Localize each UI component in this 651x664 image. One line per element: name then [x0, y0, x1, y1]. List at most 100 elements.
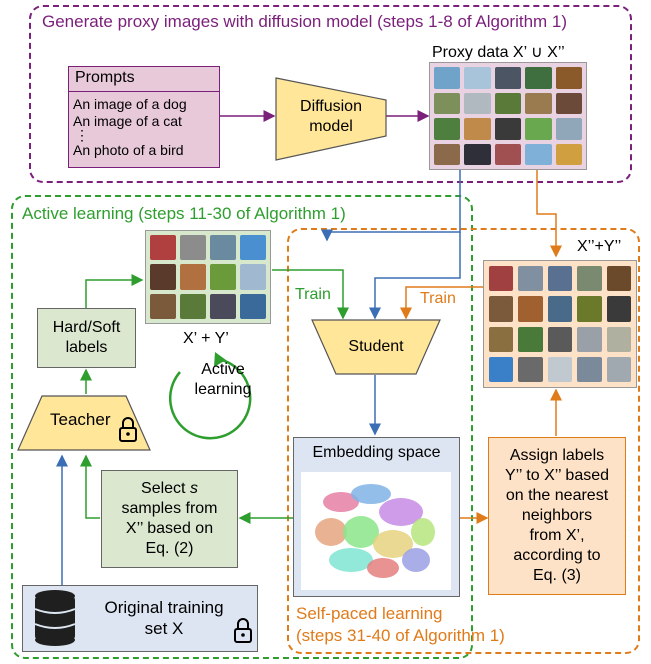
proxy-thumb: [525, 92, 552, 114]
select-line-3: X’’ based on: [125, 520, 214, 537]
self-paced-region-title-1: Self-paced learning: [296, 604, 443, 623]
proxy-thumb: [555, 143, 582, 165]
pseudo-thumb: [518, 266, 543, 292]
proxy-thumb: [555, 118, 582, 140]
pseudo-thumb: [547, 356, 573, 382]
prompts-title: Prompts: [69, 67, 219, 92]
select-line-1: Select s: [141, 479, 198, 499]
assign-labels-box: Assign labels Y’’ to X’’ based on the ne…: [488, 437, 626, 595]
self-paced-region-title-2: (steps 31-40 of Algorithm 1): [296, 626, 505, 645]
diffusion-label-2: model: [309, 118, 353, 135]
proxy-thumb: [494, 118, 522, 140]
embedding-space-box: Embedding space: [293, 437, 460, 597]
pseudo-thumb: [489, 266, 514, 292]
pseudo-thumb: [577, 326, 602, 352]
proxy-thumb: [555, 67, 582, 89]
assign-line-5: from X’,: [529, 527, 585, 544]
labeled-thumb: [240, 264, 266, 290]
assign-line-1: Assign labels: [509, 447, 605, 464]
pseudo-thumb: [489, 296, 514, 322]
active-learning-region: [11, 195, 473, 659]
labeled-thumb: [240, 293, 266, 319]
pseudo-thumb: [577, 356, 602, 382]
assign-line-3: on the nearest: [505, 487, 609, 504]
select-samples-box: Select s samples from X’’ based on Eq. (…: [101, 470, 238, 568]
pseudo-thumb: [547, 296, 573, 322]
proxy-thumb: [464, 92, 491, 114]
assign-line-4: neighbors: [521, 507, 593, 524]
hard-soft-line-2: labels: [65, 339, 108, 356]
proxy-data-label: Proxy data X’ ∪ X’’: [432, 44, 565, 61]
embedding-scatter: [301, 472, 451, 590]
active-cycle-line-1: Active: [201, 361, 245, 378]
select-line-2: samples from: [121, 500, 218, 517]
pseudo-labeled-grid: [483, 260, 637, 388]
proxy-thumb: [464, 143, 491, 165]
proxy-thumb: [525, 67, 552, 89]
self-paced-region: [287, 228, 640, 654]
labeled-thumb: [180, 293, 206, 319]
proxy-thumb: [434, 67, 461, 89]
student: Student: [348, 338, 404, 355]
labeled-thumb: [180, 235, 206, 261]
embedding-space-title: Embedding space: [312, 444, 441, 461]
hard-soft-line-1: Hard/Soft: [52, 319, 121, 336]
original-training-set-label: Original training set X: [88, 594, 240, 642]
pseudo-thumb: [547, 326, 573, 352]
teacher-label: Teacher: [50, 410, 111, 429]
pseudo-thumb: [606, 356, 631, 382]
prompt-dog: An image of a dog: [73, 96, 187, 112]
proxy-thumb: [434, 92, 461, 114]
pseudo-thumb: [606, 266, 631, 292]
proxy-data-grid: [429, 62, 587, 170]
pseudo-thumb: [606, 296, 631, 322]
pseudo-thumb: [606, 326, 631, 352]
original-line-1: Original training: [104, 597, 224, 617]
proxy-thumb: [494, 143, 522, 165]
proxy-thumb: [525, 143, 552, 165]
pseudo-thumb: [489, 356, 514, 382]
active-learning-region-title: Active learning (steps 11-30 of Algorith…: [22, 204, 346, 223]
pseudo-thumb: [518, 326, 543, 352]
assign-line-2: Y’’ to X’’ based: [504, 467, 610, 484]
pseudo-labeled-label: X’’+Y’’: [577, 238, 622, 255]
train-label-green: Train: [295, 286, 331, 303]
labeled-thumb: [150, 293, 176, 319]
labeled-thumb: [240, 235, 266, 261]
labeled-proxy-label: X’ + Y’: [183, 330, 229, 347]
assign-line-6: according to: [513, 547, 601, 564]
proxy-thumb: [525, 118, 552, 140]
train-label-orange: Train: [420, 290, 456, 307]
prompts-box: Prompts An image of a dog An image of a …: [68, 66, 220, 168]
original-line-2: set X: [144, 619, 184, 638]
generate-region-title: Generate proxy images with diffusion mod…: [42, 12, 568, 31]
generate-region: [29, 5, 632, 183]
proxy-thumb: [434, 143, 461, 165]
select-line-4: Eq. (2): [145, 540, 194, 557]
proxy-thumb: [464, 118, 491, 140]
labeled-thumb: [150, 264, 176, 290]
labeled-proxy-grid: [145, 230, 271, 324]
select-line-1-s: s: [189, 480, 198, 497]
assign-line-7: Eq. (3): [532, 567, 581, 584]
diffusion-model: Diffusion model: [276, 92, 386, 142]
proxy-thumb: [555, 92, 582, 114]
proxy-thumb: [434, 118, 461, 140]
prompt-ellipsis: ⋮: [75, 127, 89, 143]
labeled-thumb: [180, 264, 206, 290]
labeled-thumb: [210, 235, 236, 261]
pseudo-thumb: [547, 266, 573, 292]
labeled-thumb: [150, 235, 176, 261]
pseudo-thumb: [518, 356, 543, 382]
pseudo-thumb: [577, 266, 602, 292]
proxy-thumb: [494, 67, 522, 89]
prompt-cat: An image of a cat: [73, 113, 182, 129]
select-line-1a: Select: [141, 480, 190, 497]
prompt-bird: An photo of a bird: [73, 142, 184, 158]
pseudo-thumb: [577, 296, 602, 322]
pseudo-thumb: [518, 296, 543, 322]
